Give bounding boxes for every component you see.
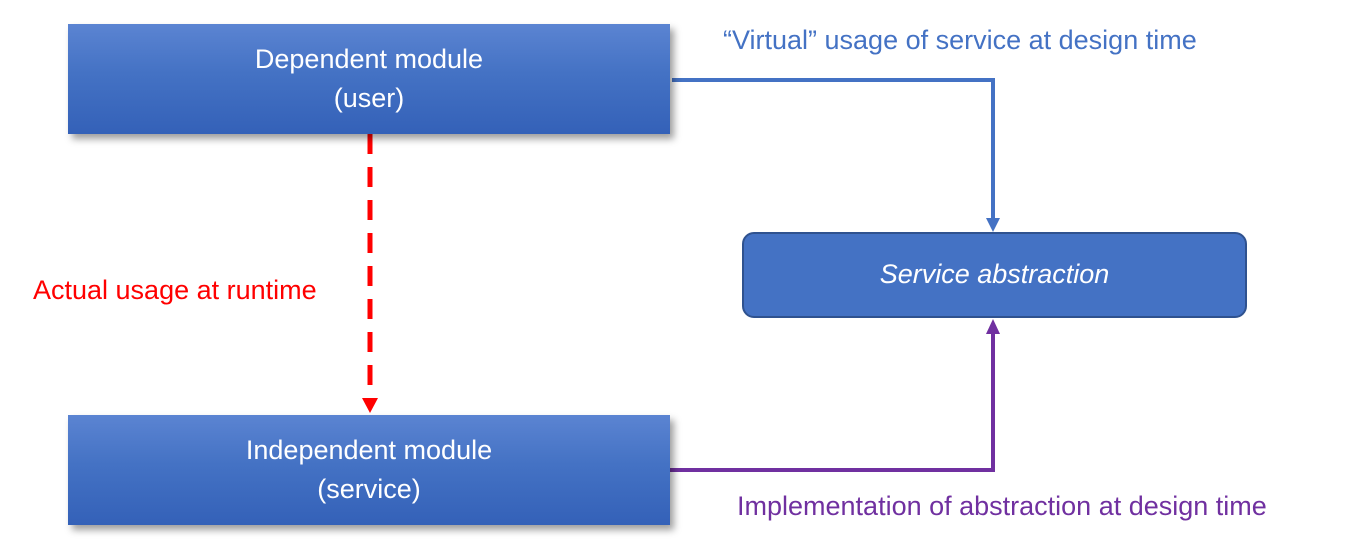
implementation-arrow: [670, 332, 995, 472]
actual-usage-label: Actual usage at runtime: [33, 275, 317, 305]
independent-module-box: Independent module (service): [68, 415, 670, 525]
virtual-usage-arrowhead: [986, 218, 1000, 232]
virtual-usage-arrow: [672, 78, 995, 222]
implementation-label: Implementation of abstraction at design …: [737, 491, 1267, 521]
implementation-arrowhead: [986, 319, 1000, 334]
actual-usage-arrowhead: [362, 398, 378, 413]
independent-module-title: Independent module: [245, 434, 493, 465]
service-abstraction-box: Service abstraction: [742, 232, 1247, 318]
dependent-module-title: Dependent module: [254, 43, 484, 74]
service-abstraction-label: Service abstraction: [879, 259, 1110, 290]
dependent-module-box: Dependent module (user): [68, 24, 670, 134]
independent-module-role: (service): [317, 474, 421, 504]
virtual-usage-label: “Virtual” usage of service at design tim…: [723, 25, 1197, 55]
dependent-module-role: (user): [333, 83, 405, 113]
